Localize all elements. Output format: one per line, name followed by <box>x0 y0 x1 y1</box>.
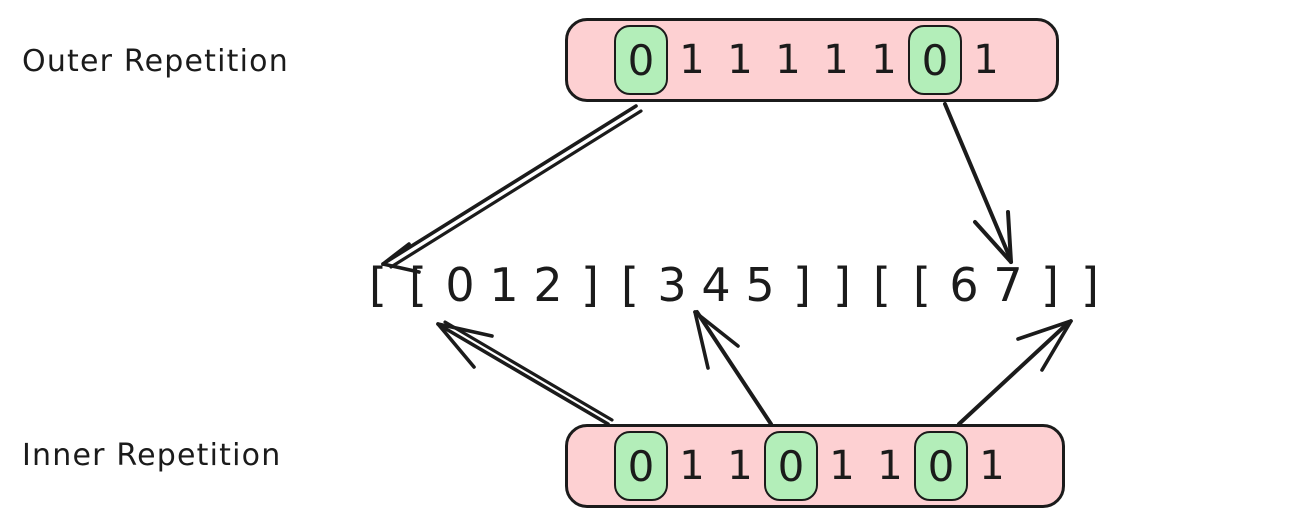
bit-cell-highlighted: 0 <box>614 25 668 95</box>
list-number: 3 <box>657 258 687 312</box>
arrow-inner-second-zero-to-second-inner-open-bracket <box>693 310 773 426</box>
bit-value: 1 <box>727 443 753 489</box>
bit-value: 1 <box>679 443 705 489</box>
list-bracket: [ <box>913 258 931 312</box>
list-bracket: ] <box>581 258 599 312</box>
arrow-inner-first-zero-to-first-inner-open-bracket <box>436 320 614 426</box>
bit-value: 0 <box>627 35 655 85</box>
bit-cell: 1 <box>668 21 716 99</box>
list-number: 6 <box>949 258 979 312</box>
strip-leading-pad <box>578 427 614 505</box>
bit-value: 1 <box>727 37 753 83</box>
bit-cell: 1 <box>818 427 866 505</box>
bit-value: 1 <box>979 443 1005 489</box>
bit-value: 1 <box>679 37 705 83</box>
bit-cell: 1 <box>716 21 764 99</box>
bit-cell: 1 <box>962 21 1010 99</box>
list-bracket: ] <box>1041 258 1059 312</box>
bit-value: 0 <box>927 441 955 491</box>
bit-cell-highlighted: 0 <box>914 431 968 501</box>
list-bracket: ] <box>833 258 851 312</box>
outer-repetition-label: Outer Repetition <box>22 44 289 79</box>
bit-cell: 1 <box>968 427 1016 505</box>
bit-value: 1 <box>829 443 855 489</box>
bit-value: 0 <box>627 441 655 491</box>
bit-value: 1 <box>775 37 801 83</box>
bit-cell-highlighted: 0 <box>614 431 668 501</box>
arrow-outer-first-zero-to-outer-open-bracket <box>381 104 643 274</box>
bit-cell: 1 <box>866 427 914 505</box>
bit-value: 1 <box>973 37 999 83</box>
bit-cell-highlighted: 0 <box>908 25 962 95</box>
bit-cell: 1 <box>860 21 908 99</box>
list-bracket: [ <box>873 258 891 312</box>
bit-value: 1 <box>823 37 849 83</box>
bit-value: 0 <box>921 35 949 85</box>
list-number: 0 <box>445 258 475 312</box>
bit-value: 1 <box>871 37 897 83</box>
list-bracket: [ <box>369 258 387 312</box>
list-number: 2 <box>533 258 563 312</box>
bit-cell: 1 <box>764 21 812 99</box>
list-bracket: [ <box>409 258 427 312</box>
strip-leading-pad <box>578 21 614 99</box>
list-bracket: ] <box>793 258 811 312</box>
list-number: 7 <box>993 258 1023 312</box>
bit-cell-highlighted: 0 <box>764 431 818 501</box>
list-number: 5 <box>745 258 775 312</box>
arrow-inner-third-zero-to-third-inner-open-bracket <box>957 319 1073 426</box>
list-number: 1 <box>489 258 519 312</box>
bit-cell: 1 <box>812 21 860 99</box>
list-bracket: [ <box>621 258 639 312</box>
strip-trailing-pad <box>1016 427 1052 505</box>
inner-repetition-label: Inner Repetition <box>22 438 282 473</box>
bit-value: 0 <box>777 441 805 491</box>
bit-cell: 1 <box>716 427 764 505</box>
strip-trailing-pad <box>1010 21 1046 99</box>
list-number: 4 <box>701 258 731 312</box>
list-bracket: ] <box>1081 258 1099 312</box>
bit-value: 1 <box>877 443 903 489</box>
bit-cell: 1 <box>668 427 716 505</box>
arrow-outer-second-zero-to-second-group-open-bracket <box>943 102 1013 264</box>
